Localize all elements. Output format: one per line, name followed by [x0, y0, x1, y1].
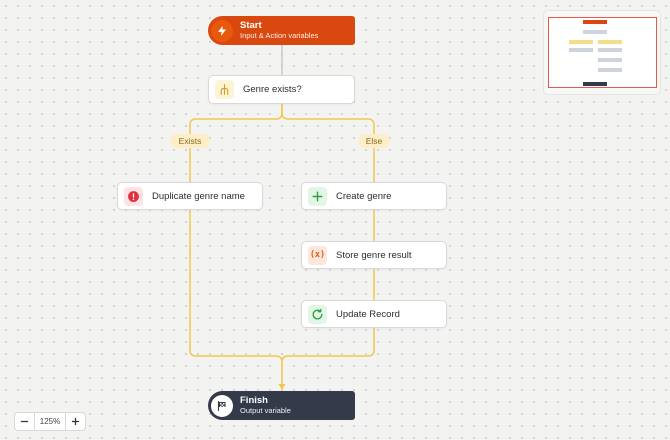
- connector-branches: [189, 104, 375, 385]
- update-record-label: Update Record: [336, 308, 400, 320]
- minus-icon: [20, 420, 29, 423]
- minimap-duplicate: [569, 48, 593, 52]
- finish-subtitle: Output variable: [240, 406, 291, 415]
- duplicate-genre-label: Duplicate genre name: [152, 190, 245, 202]
- start-title: Start: [240, 20, 262, 31]
- minimap-branch-else: [598, 40, 622, 44]
- zoom-out-button[interactable]: [15, 413, 34, 430]
- store-genre-result-node[interactable]: (x) Store genre result: [301, 241, 447, 269]
- minimap-condition: [583, 30, 607, 34]
- minimap-store: [598, 58, 622, 62]
- zoom-in-button[interactable]: [66, 413, 85, 430]
- minimap-create: [598, 48, 622, 52]
- branch-label-exists[interactable]: Exists: [170, 134, 210, 148]
- refresh-icon: [308, 304, 327, 324]
- create-genre-label: Create genre: [336, 190, 392, 202]
- zoom-control: 125%: [14, 412, 86, 431]
- store-genre-result-label: Store genre result: [336, 249, 412, 261]
- duplicate-genre-node[interactable]: Duplicate genre name: [117, 182, 263, 210]
- bolt-icon: [211, 19, 233, 42]
- finish-node[interactable]: Finish Output variable: [208, 391, 355, 420]
- arrow-head: [278, 384, 286, 390]
- branch-icon: [215, 80, 234, 99]
- minimap[interactable]: [543, 10, 661, 95]
- create-genre-node[interactable]: Create genre: [301, 182, 447, 210]
- start-node[interactable]: Start Input & Action variables: [208, 16, 355, 45]
- zoom-level: 125%: [34, 413, 66, 430]
- condition-node[interactable]: Genre exists?: [208, 75, 355, 104]
- plus-icon: [308, 186, 327, 206]
- start-subtitle: Input & Action variables: [240, 31, 319, 40]
- minimap-finish: [583, 82, 607, 86]
- minimap-start: [583, 20, 607, 24]
- flag-icon: [211, 394, 233, 417]
- minimap-update: [598, 68, 622, 72]
- alert-icon: [124, 186, 143, 206]
- minimap-viewport[interactable]: [548, 17, 657, 88]
- minimap-branch-exists: [569, 40, 593, 44]
- plus-icon: [71, 417, 80, 426]
- variable-icon: (x): [308, 245, 327, 265]
- update-record-node[interactable]: Update Record: [301, 300, 447, 328]
- branch-label-else[interactable]: Else: [358, 134, 390, 148]
- condition-label: Genre exists?: [243, 84, 302, 95]
- finish-title: Finish: [240, 395, 268, 406]
